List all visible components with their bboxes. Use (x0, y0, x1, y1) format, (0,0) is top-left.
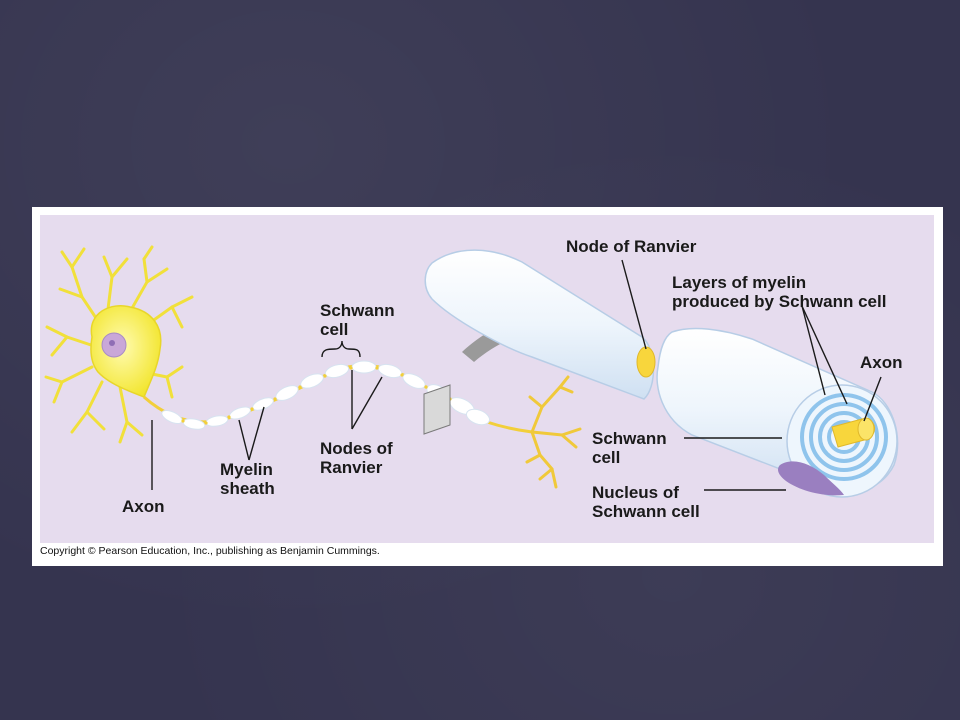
label-layers-of-myelin: Layers of myelin produced by Schwann cel… (672, 273, 887, 311)
axon-terminals (525, 375, 582, 489)
section-plane (423, 384, 451, 435)
figure-frame: Schwann cell Nodes of Ranvier Myelin she… (32, 207, 943, 566)
label-axon-left: Axon (122, 497, 165, 516)
label-schwann-cell-right: Schwann cell (592, 429, 667, 467)
copyright-notice: Copyright © Pearson Education, Inc., pub… (40, 545, 380, 557)
label-node-of-ranvier: Node of Ranvier (566, 237, 697, 256)
leader-lines (151, 259, 882, 491)
label-nucleus-of-schwann-cell: Nucleus of Schwann cell (592, 483, 700, 521)
label-nodes-of-ranvier: Nodes of Ranvier (320, 439, 393, 477)
node-markers (181, 366, 452, 425)
schwann-nucleus (778, 461, 844, 496)
cell-body (44, 245, 194, 444)
label-myelin-sheath: Myelin sheath (220, 460, 275, 498)
enlarged-myelin (424, 249, 899, 498)
label-axon-right: Axon (860, 353, 903, 372)
label-schwann-cell-top: Schwann cell (320, 301, 395, 339)
neuron-diagram (44, 245, 899, 498)
